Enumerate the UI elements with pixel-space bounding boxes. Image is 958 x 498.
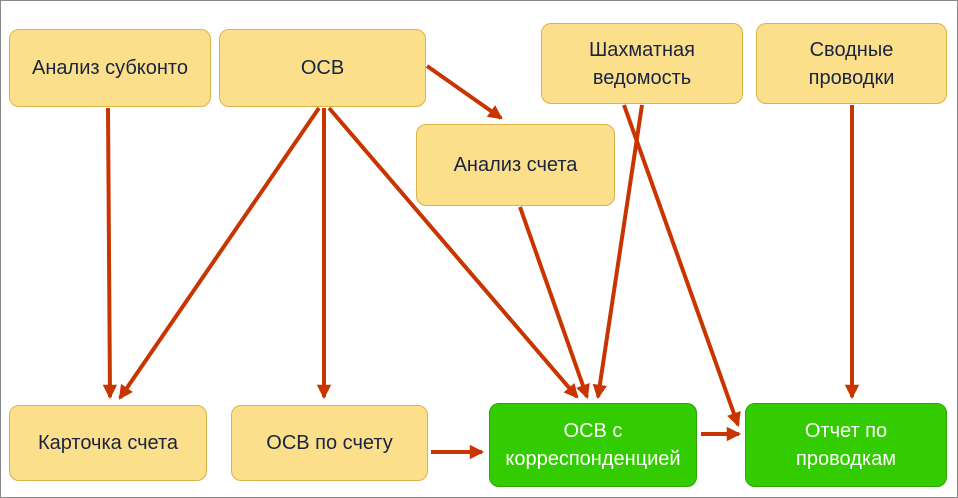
arrow-analiz-subkonto-to-kartochka bbox=[102, 107, 118, 400]
node-osv[interactable]: ОСВ bbox=[219, 29, 426, 107]
node-label: ОСВ bbox=[300, 57, 345, 79]
node-svodnye-provodki[interactable]: Сводные проводки bbox=[756, 23, 947, 104]
node-otchet-po-provodkam[interactable]: Отчет по проводкам bbox=[745, 403, 947, 487]
arrow-osv-to-analiz-scheta bbox=[425, 64, 503, 120]
node-label: Карточка счета bbox=[37, 432, 179, 454]
node-analiz-scheta[interactable]: Анализ счета bbox=[416, 124, 615, 206]
node-label: Сводные проводки bbox=[808, 38, 895, 89]
node-osv-po-schetu[interactable]: ОСВ по счету bbox=[231, 405, 428, 481]
arrow-shahmatnaya-to-otchet bbox=[622, 104, 741, 428]
node-analiz-subkonto[interactable]: Анализ субконто bbox=[9, 29, 211, 107]
node-label: Отчет по проводкам bbox=[796, 420, 896, 470]
node-label: ОСВ по счету bbox=[266, 432, 393, 454]
arrow-osv-to-kartochka bbox=[118, 106, 321, 400]
node-label: Анализ субконто bbox=[32, 57, 188, 79]
node-label: Анализ счета bbox=[453, 154, 578, 176]
arrow-analiz-scheta-to-osv-corr bbox=[518, 206, 590, 400]
node-shahmatnaya-vedomost[interactable]: Шахматная ведомость bbox=[541, 23, 743, 104]
node-osv-s-korrespondenciej[interactable]: ОСВ с корреспонденцией bbox=[489, 403, 697, 487]
node-kartochka-scheta[interactable]: Карточка счета bbox=[9, 405, 207, 481]
node-label: Шахматная ведомость bbox=[588, 38, 696, 89]
node-label: ОСВ с корреспонденцией bbox=[505, 420, 681, 470]
